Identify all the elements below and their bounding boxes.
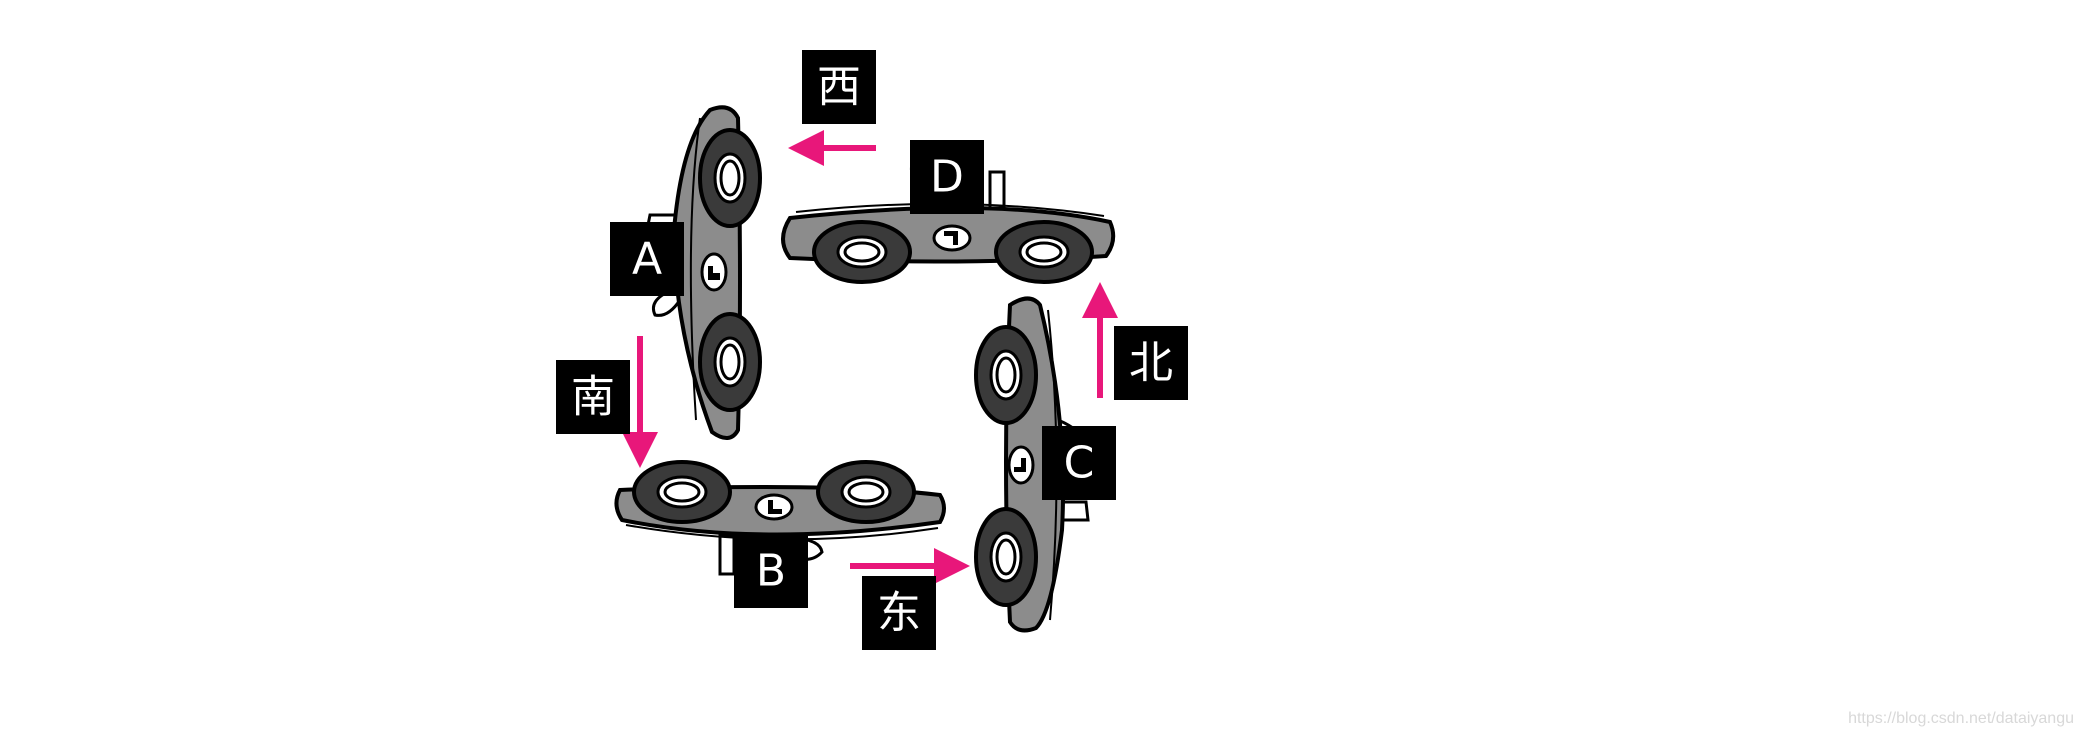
label-south-text: 南 — [571, 372, 615, 423]
label-car-c: C — [1042, 426, 1116, 500]
car-b-wheel-left — [632, 460, 732, 524]
car-a-wheel-bottom — [698, 312, 762, 412]
car-d-steering-icon — [932, 224, 972, 252]
label-car-b-text: B — [756, 546, 786, 597]
label-west-text: 西 — [817, 62, 861, 113]
label-west: 西 — [802, 50, 876, 124]
car-c-steering-icon — [1007, 445, 1035, 485]
label-car-a: A — [610, 222, 684, 296]
car-c-wheel-top — [974, 325, 1038, 425]
car-b-bumper — [718, 534, 736, 576]
car-c-wheel-bottom — [974, 507, 1038, 607]
car-d-bumper — [988, 170, 1006, 210]
label-car-d-text: D — [930, 152, 964, 203]
label-north: 北 — [1114, 326, 1188, 400]
car-d-wheel-left — [812, 220, 912, 284]
car-b-steering-icon — [754, 493, 794, 521]
car-d — [781, 153, 1116, 284]
label-car-b: B — [734, 534, 808, 608]
car-d-wheel-right — [994, 220, 1094, 284]
car-a — [646, 105, 762, 440]
label-north-text: 北 — [1129, 338, 1173, 389]
car-a-steering-icon — [700, 252, 728, 292]
label-car-c-text: C — [1064, 438, 1095, 489]
label-east: 东 — [862, 576, 936, 650]
car-a-nub — [651, 288, 682, 317]
car-a-wheel-top — [698, 128, 762, 228]
label-south: 南 — [556, 360, 630, 434]
label-east-text: 东 — [877, 588, 921, 639]
car-b — [614, 460, 946, 576]
label-car-d: D — [910, 140, 984, 214]
watermark: https://blog.csdn.net/dataiyangu — [1848, 710, 2074, 727]
car-b-wheel-right — [816, 460, 916, 524]
label-car-a-text: A — [632, 234, 662, 285]
